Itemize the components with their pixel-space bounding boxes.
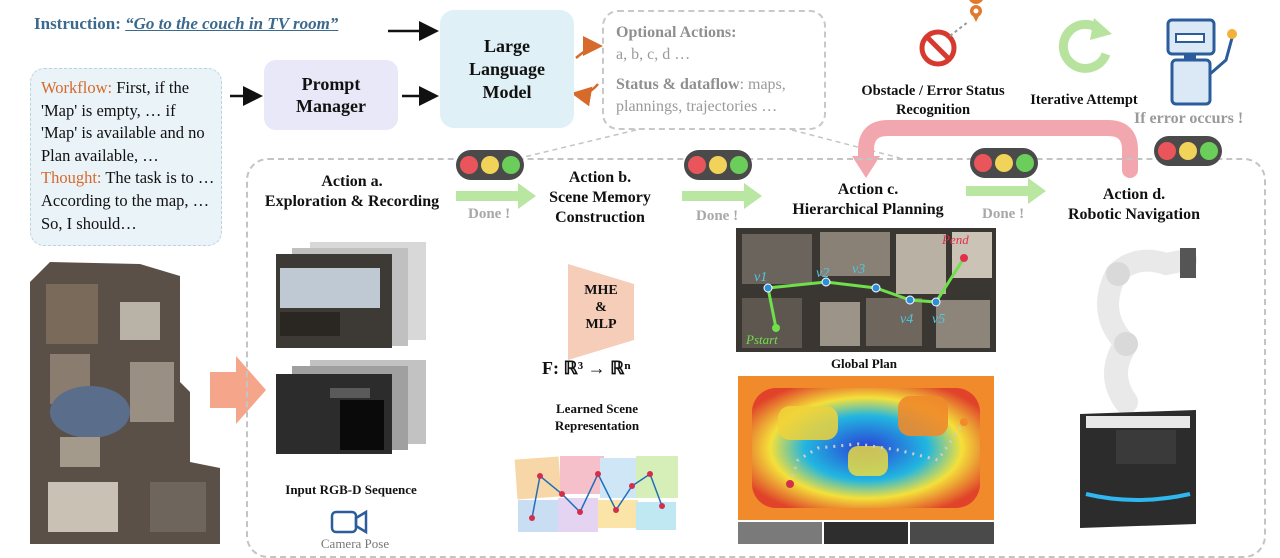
- obstacle-icon: [919, 0, 983, 67]
- mhe-mlp-label: MHE & MLP: [564, 282, 638, 333]
- done-label-b: Done !: [696, 208, 739, 224]
- action-c-title: Action c. Hierarchical Planning: [776, 180, 960, 220]
- thought-label: Thought:: [41, 168, 102, 188]
- robot-arm-image: [1080, 248, 1197, 528]
- node-v4: v4: [900, 312, 914, 327]
- cost-heatmap: [738, 376, 994, 520]
- iterative-attempt-icon: [1058, 18, 1112, 73]
- workflow-thought-bubble: Workflow: First, if the 'Map' is empty, …: [30, 68, 222, 246]
- mhe-line3: MLP: [585, 317, 617, 332]
- rgbd-image-stack: [276, 242, 426, 454]
- instruction-label: Instruction:: [34, 14, 121, 33]
- if-error-caption: If error occurs !: [1134, 110, 1244, 127]
- connector-arrows: [210, 21, 1138, 424]
- action-b-title1: Action b.: [568, 169, 632, 186]
- scene-representation-graph: [514, 456, 678, 532]
- camera-frames: [738, 522, 994, 544]
- optional-actions-colon: :: [731, 24, 737, 41]
- obstacle-caption-line1: Obstacle / Error Status: [861, 83, 1005, 99]
- learned-scene-caption: Learned Scene Representation: [530, 400, 664, 434]
- workflow-label: Workflow:: [41, 78, 113, 97]
- prompt-manager-line2: Manager: [296, 96, 366, 116]
- llm-line3: Model: [482, 81, 532, 102]
- obstacle-caption: Obstacle / Error Status Recognition: [848, 82, 1018, 120]
- learned-line2: Representation: [554, 418, 640, 433]
- action-d-title1: Action d.: [1102, 186, 1166, 203]
- mhe-mlp-block: [568, 264, 634, 360]
- camera-pose-caption: Camera Pose: [320, 536, 390, 551]
- action-b-title3: Construction: [555, 209, 645, 226]
- optional-actions-value: a, b, c, d …: [616, 46, 691, 63]
- traffic-light-a: [456, 150, 524, 180]
- action-c-title1: Action c.: [837, 181, 899, 198]
- done-label-c: Done !: [982, 206, 1025, 222]
- traffic-light-d: [1154, 136, 1222, 166]
- global-plan-caption: Global Plan: [830, 356, 898, 371]
- action-d-title2: Robotic Navigation: [1068, 206, 1200, 223]
- llm-line2: Language: [468, 58, 546, 79]
- action-c-title2: Hierarchical Planning: [792, 201, 944, 218]
- thought-text: The task is to … According to the map, ……: [41, 168, 215, 233]
- action-a-title: Action a. Exploration & Recording: [252, 172, 452, 212]
- instruction-text: “Go to the couch in TV room”: [125, 14, 339, 33]
- prompt-manager-box: Prompt Manager: [264, 60, 398, 130]
- robot-icon: [1166, 18, 1237, 106]
- llm-box: Large Language Model: [440, 10, 574, 128]
- status-dataflow-value: : maps, plannings, trajectories …: [616, 76, 786, 115]
- traffic-light-b: [684, 150, 752, 180]
- global-plan-map: [736, 228, 996, 352]
- floorplan-3d-image: [30, 262, 220, 544]
- start-label: Pstart: [746, 332, 778, 347]
- node-v1: v1: [754, 270, 768, 285]
- traffic-light-c: [970, 148, 1038, 178]
- optional-actions-label: Optional Actions: [616, 24, 732, 41]
- node-v3: v3: [852, 262, 866, 277]
- iterative-attempt-caption: Iterative Attempt: [1030, 92, 1138, 108]
- learned-line1: Learned Scene: [556, 401, 638, 416]
- optional-actions-box: Optional Actions: a, b, c, d … Status & …: [602, 10, 826, 130]
- done-label-a: Done !: [468, 206, 511, 222]
- action-d-title: Action d. Robotic Navigation: [1054, 185, 1214, 225]
- obstacle-caption-line2: Recognition: [895, 102, 971, 118]
- instruction: Instruction: “Go to the couch in TV room…: [34, 14, 338, 34]
- status-dataflow-label: Status & dataflow: [616, 76, 740, 93]
- end-label: Pend: [942, 232, 969, 247]
- workflow-text: First, if the 'Map' is empty, … if 'Map'…: [41, 78, 205, 165]
- action-a-title2: Exploration & Recording: [264, 193, 440, 210]
- action-b-title2: Scene Memory: [549, 189, 651, 206]
- node-v2: v2: [816, 266, 830, 281]
- llm-line1: Large: [484, 35, 530, 56]
- prompt-manager-line1: Prompt: [301, 74, 361, 94]
- formula: F: ℝ³ → ℝⁿ: [542, 358, 631, 378]
- camera-icon: [330, 509, 368, 535]
- action-a-title1: Action a.: [321, 173, 383, 190]
- action-b-title: Action b. Scene Memory Construction: [520, 168, 680, 228]
- node-v5: v5: [932, 312, 946, 327]
- mhe-line1: MHE: [584, 283, 618, 298]
- rgbd-caption: Input RGB-D Sequence: [285, 482, 417, 497]
- mhe-line2: &: [595, 300, 607, 315]
